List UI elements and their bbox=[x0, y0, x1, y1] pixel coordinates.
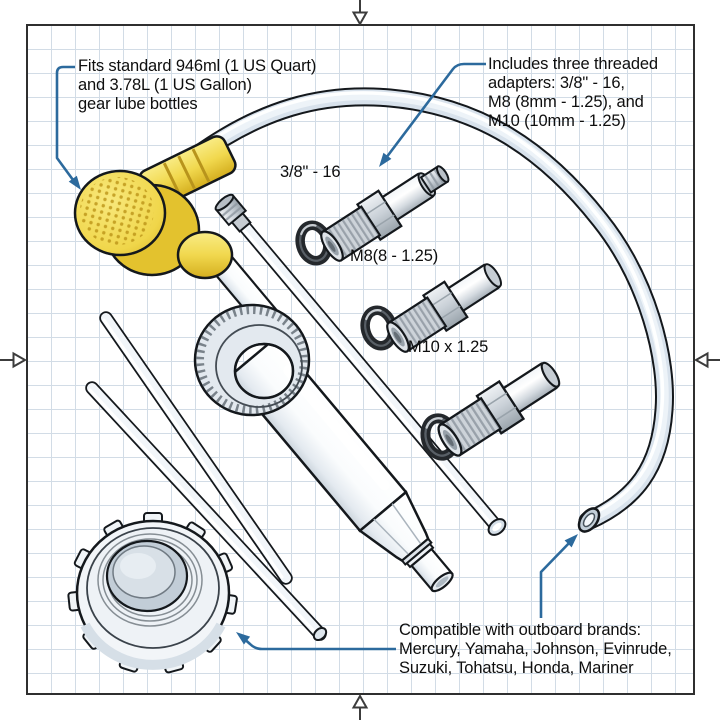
callout-line-text: Mercury, Yamaha, Johnson, Evinrude, bbox=[399, 640, 672, 658]
crop-mark-bottom bbox=[351, 693, 369, 720]
adapter-3-8-16 bbox=[314, 163, 450, 269]
pump-barrel bbox=[228, 335, 454, 593]
clear-hose bbox=[186, 87, 674, 533]
pump-collar bbox=[193, 303, 311, 417]
crop-mark-top bbox=[351, 0, 369, 27]
callout-line-text: Fits standard 946ml (1 US Quart) bbox=[78, 57, 317, 75]
tube-cap bbox=[214, 193, 252, 233]
callout-brands: Compatible with outboard brands: Mercury… bbox=[399, 621, 672, 678]
callout-line-text: Suzuki, Tohatsu, Honda, Mariner bbox=[399, 659, 634, 677]
label-thread-3-8: 3/8" - 16 bbox=[280, 163, 341, 181]
callout-line-text: M10 (10mm - 1.25) bbox=[488, 112, 626, 130]
crop-mark-left bbox=[0, 351, 28, 369]
arrowhead bbox=[236, 632, 251, 645]
suction-tube bbox=[85, 381, 328, 642]
adapter-m10 bbox=[430, 352, 569, 464]
callout-line-text: adapters: 3/8" - 16, bbox=[488, 74, 625, 92]
callout-line-text: Includes three threaded bbox=[488, 55, 658, 73]
callout-line-bottle-fit bbox=[55, 65, 81, 190]
pump-head bbox=[73, 135, 237, 280]
arrowhead bbox=[68, 175, 81, 190]
callout-line-text: M8 (8mm - 1.25), and bbox=[488, 93, 644, 111]
callout-line-text: and 3.78L (1 US Gallon) bbox=[78, 76, 252, 94]
label-thread-m10: M10 x 1.25 bbox=[408, 338, 489, 356]
callout-line-brands-cap bbox=[236, 632, 396, 651]
hose-open-end bbox=[577, 507, 601, 533]
suction-tube bbox=[99, 311, 293, 585]
callout-line-adapters bbox=[379, 62, 486, 167]
arrowhead bbox=[564, 534, 578, 548]
callout-line-brands-hose bbox=[539, 534, 578, 618]
bottle-cap bbox=[67, 512, 239, 675]
arrowhead bbox=[379, 152, 392, 167]
callout-bottle-fit: Fits standard 946ml (1 US Quart) and 3.7… bbox=[78, 57, 316, 114]
callout-line-text: gear lube bottles bbox=[78, 95, 198, 113]
label-thread-m8: M8(8 - 1.25) bbox=[350, 247, 439, 265]
knob-neck bbox=[176, 230, 234, 280]
crop-mark-right bbox=[693, 351, 720, 369]
capped-tube bbox=[214, 193, 507, 536]
callout-adapters: Includes three threaded adapters: 3/8" -… bbox=[488, 55, 658, 131]
callout-line-text: Compatible with outboard brands: bbox=[399, 621, 641, 639]
knurl-texture bbox=[80, 177, 154, 245]
